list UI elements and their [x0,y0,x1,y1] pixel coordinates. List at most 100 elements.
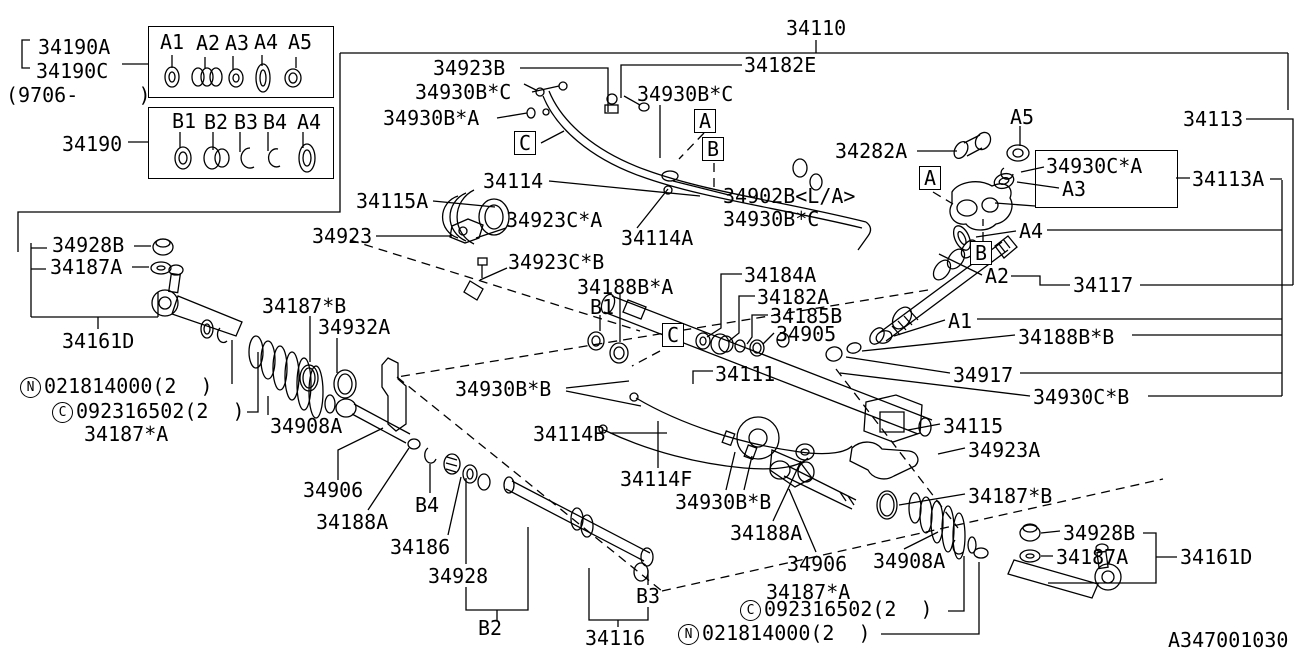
legend-a4-alt: A4 [297,112,321,133]
label-34930ba: 34930B*A [383,108,479,129]
label-34114f: 34114F [620,469,692,490]
bolt-34923cb-icon [463,257,488,301]
label-34188ba: 34188B*A [577,277,673,298]
label-34187a-l-text: 34187A [50,255,123,279]
label-34190a-text: 34190A [38,35,111,59]
rack-bar-icon [503,476,654,582]
label-34905-text: 34905 [776,322,837,346]
label-34187sa-r-text: 34187*A [766,580,851,604]
legend-a1: A1 [160,32,184,53]
ring-cluster-icon [587,330,893,364]
label-a4-callout: A4 [1019,221,1043,242]
group-box-34930ca [1035,150,1178,208]
label-34116-text: 34116 [585,626,646,650]
gearbox-housing-icon [949,181,1013,231]
label-34282a-text: 34282A [835,139,908,163]
label-34114-text: 34114 [483,169,544,193]
label-34928b-r-text: 34928B [1063,521,1136,545]
label-34187b-l: 34187*B [262,296,346,317]
callout-box-b-right: B [970,241,993,265]
label-34114f-text: 34114F [620,467,693,491]
label-34906-r: 34906 [787,554,847,575]
label-34187sa-l-text: 34187*A [84,422,169,446]
circled-c-icon: C [52,402,73,423]
label-b1-callout: B1 [590,297,614,318]
label-34908a-l-text: 34908A [270,414,343,438]
legend-b2-text: B2 [204,110,229,134]
label-34908a-r-text: 34908A [873,549,946,573]
label-34115-text: 34115 [943,414,1004,438]
legend-box-a [148,26,334,98]
seal-34932a-icon [333,369,357,399]
label-34161d-l-text: 34161D [62,329,135,353]
label-34930bb-a-text: 34930B*B [455,377,552,401]
bolt-34282a-icon [953,131,992,160]
label-34115a-text: 34115A [356,189,429,213]
label-34917: 34917 [953,365,1013,386]
callout-box-c-center: C [662,323,685,347]
callout-box-c-top: C [514,131,537,155]
inner-socket-left-icon [335,398,491,491]
clamp-34115a-icon [441,189,510,245]
label-34923cb-text: 34923C*B [508,250,605,274]
label-34190-text: 34190 [62,132,123,156]
label-34930ba-text: 34930B*A [383,106,480,130]
label-a1-callout: A1 [948,311,972,332]
label-34930bc-b-text: 34930B*C [637,82,734,106]
label-34908a-l: 34908A [270,416,342,437]
label-nut-code-l-text: 021814000(2 ) [44,374,213,398]
label-34182a-text: 34182A [757,285,830,309]
label-34930cb-text: 34930C*B [1033,385,1130,409]
label-34185b-text: 34185B [770,304,843,328]
legend-seal-icons [164,63,316,173]
label-34188a-l-text: 34188A [316,510,389,534]
label-clip-code-l-text: 092316502(2 ) [76,399,245,423]
label-34923ca: 34923C*A [506,210,602,231]
label-34114: 34114 [483,171,543,192]
nut-washer-left-icon [150,238,174,275]
legend-b4: B4 [263,112,287,133]
label-34188a-r: 34188A [730,523,802,544]
label-34930bc-c-text: 34930B*C [723,207,820,231]
label-34905: 34905 [776,324,836,345]
label-34117-text: 34117 [1073,273,1134,297]
label-34917-text: 34917 [953,363,1014,387]
label-34928b-l: 34928B [52,235,124,256]
label-34923cb: 34923C*B [508,252,604,273]
label-34111-text: 34111 [715,362,776,386]
nut-washer-right-icon [1019,523,1041,563]
label-34923ca-text: 34923C*A [506,208,603,232]
label-34115a: 34115A [356,191,428,212]
label-34930bc-a: 34930B*C [415,82,511,103]
label-date-range: (9706- ) [6,85,151,106]
legend-a4: A4 [254,32,278,53]
label-34114b-text: 34114B [533,422,606,446]
boot-right-icon [908,492,977,560]
label-34906-l-text: 34906 [303,478,364,502]
callout-box-b-top: B [702,137,725,161]
legend-a5: A5 [288,32,312,53]
callout-box-a-top: A [694,109,717,133]
legend-a3: A3 [225,33,249,54]
label-34906-l: 34906 [303,480,363,501]
label-b3-callout: B3 [636,586,660,607]
label-34187a-r: 34187A [1056,547,1128,568]
label-34110-text: 34110 [786,16,847,40]
label-34113-text: 34113 [1183,107,1244,131]
legend-a4-alt-text: A4 [297,110,322,134]
bracket-strap-icon [381,357,407,432]
legend-b2: B2 [204,112,228,133]
label-34902b-text: 34902B<L/A> [723,184,856,208]
label-34113a: 34113A [1192,169,1264,190]
label-nut-code-r-text: 021814000(2 ) [702,621,871,645]
label-34923a-text: 34923A [968,438,1041,462]
label-34190c: 34190C [36,61,108,82]
label-a3-callout-text: A3 [1062,177,1087,201]
legend-a3-text: A3 [225,31,250,55]
label-34932a-text: 34932A [318,315,391,339]
label-34186-text: 34186 [390,535,451,559]
